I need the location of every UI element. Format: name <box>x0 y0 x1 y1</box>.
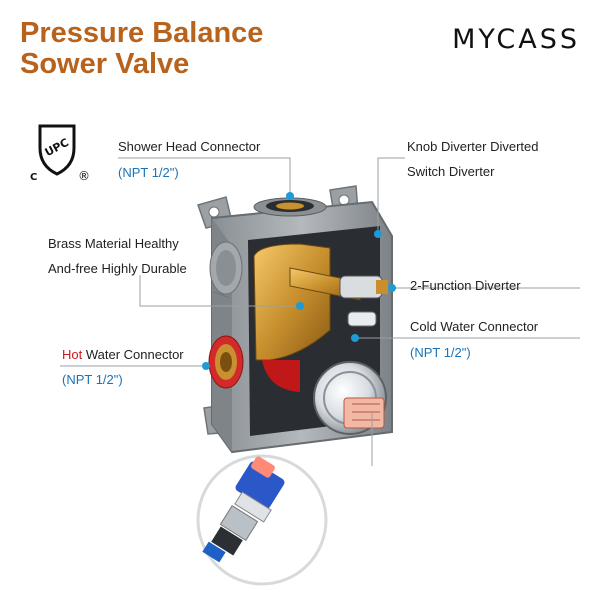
knob-diverter-label: Knob Diverter Diverted <box>407 139 539 154</box>
cold-water-connector-label: Cold Water Connector <box>410 319 539 334</box>
title-line-2: Sower Valve <box>20 48 190 80</box>
title-line-1: Pressure Balance <box>20 17 264 49</box>
brass-material-label: Brass Material Healthy <box>48 236 179 251</box>
two-function-diverter-label: 2-Function Diverter <box>410 278 521 293</box>
hot-water-connector-label: Hot Water Connector <box>62 347 184 362</box>
shower-head-port <box>253 197 327 217</box>
hot-word: Hot <box>62 347 83 362</box>
hot-water-port <box>208 335 244 389</box>
shower-head-connector-label: Shower Head Connector <box>118 139 261 154</box>
cutaway-interior <box>248 226 388 436</box>
callout-dots <box>202 192 396 370</box>
cartridge-zoom-circle <box>196 454 328 586</box>
leader-lines <box>60 157 580 466</box>
page-title: Pressure Balance Sower Valve <box>20 18 263 80</box>
hot-water-rest: Water Connector <box>82 347 184 362</box>
durable-label: And-free Highly Durable <box>48 261 187 276</box>
registered-mark: ® <box>78 169 90 183</box>
shower-head-spec: (NPT 1/2") <box>118 165 179 180</box>
cold-water-spec: (NPT 1/2") <box>410 345 471 360</box>
upc-certification-icon: UPC C ® <box>28 122 98 189</box>
c-mark: C <box>30 172 37 183</box>
switch-diverter-label: Switch Diverter <box>407 164 495 179</box>
brand-logo: MYCASS <box>452 24 580 55</box>
hot-water-spec: (NPT 1/2") <box>62 372 123 387</box>
